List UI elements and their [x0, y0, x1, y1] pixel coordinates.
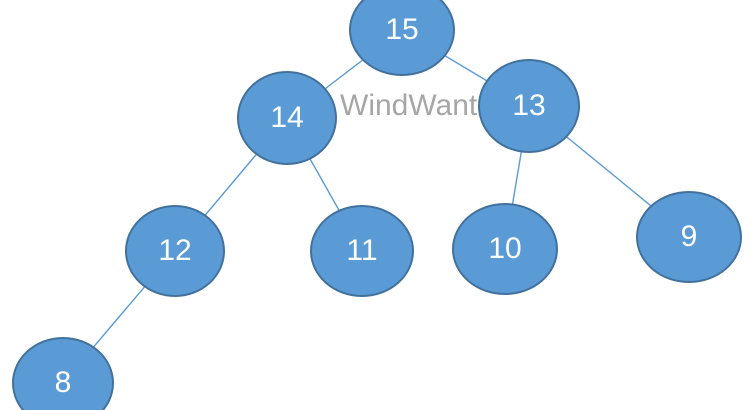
tree-node-10: 10	[452, 203, 558, 295]
tree-node-label: 15	[385, 13, 419, 46]
tree-node-label: 11	[346, 234, 378, 267]
tree-node-12: 12	[125, 205, 225, 297]
tree-node-14: 14	[237, 71, 337, 165]
tree-node-13: 13	[478, 59, 580, 153]
tree-node-label: 12	[158, 234, 192, 267]
tree-node-11: 11	[310, 205, 414, 297]
tree-node-label: 9	[680, 220, 698, 253]
tree-node-8: 8	[12, 337, 114, 410]
tree-node-label: 13	[512, 89, 546, 122]
tree-node-label: 8	[54, 366, 72, 399]
tree-node-9: 9	[636, 191, 742, 283]
tree-node-label: 14	[270, 101, 304, 134]
tree-node-label: 10	[488, 232, 522, 265]
tree-node-15: 15	[349, 0, 455, 76]
watermark: WindWant	[340, 89, 478, 122]
